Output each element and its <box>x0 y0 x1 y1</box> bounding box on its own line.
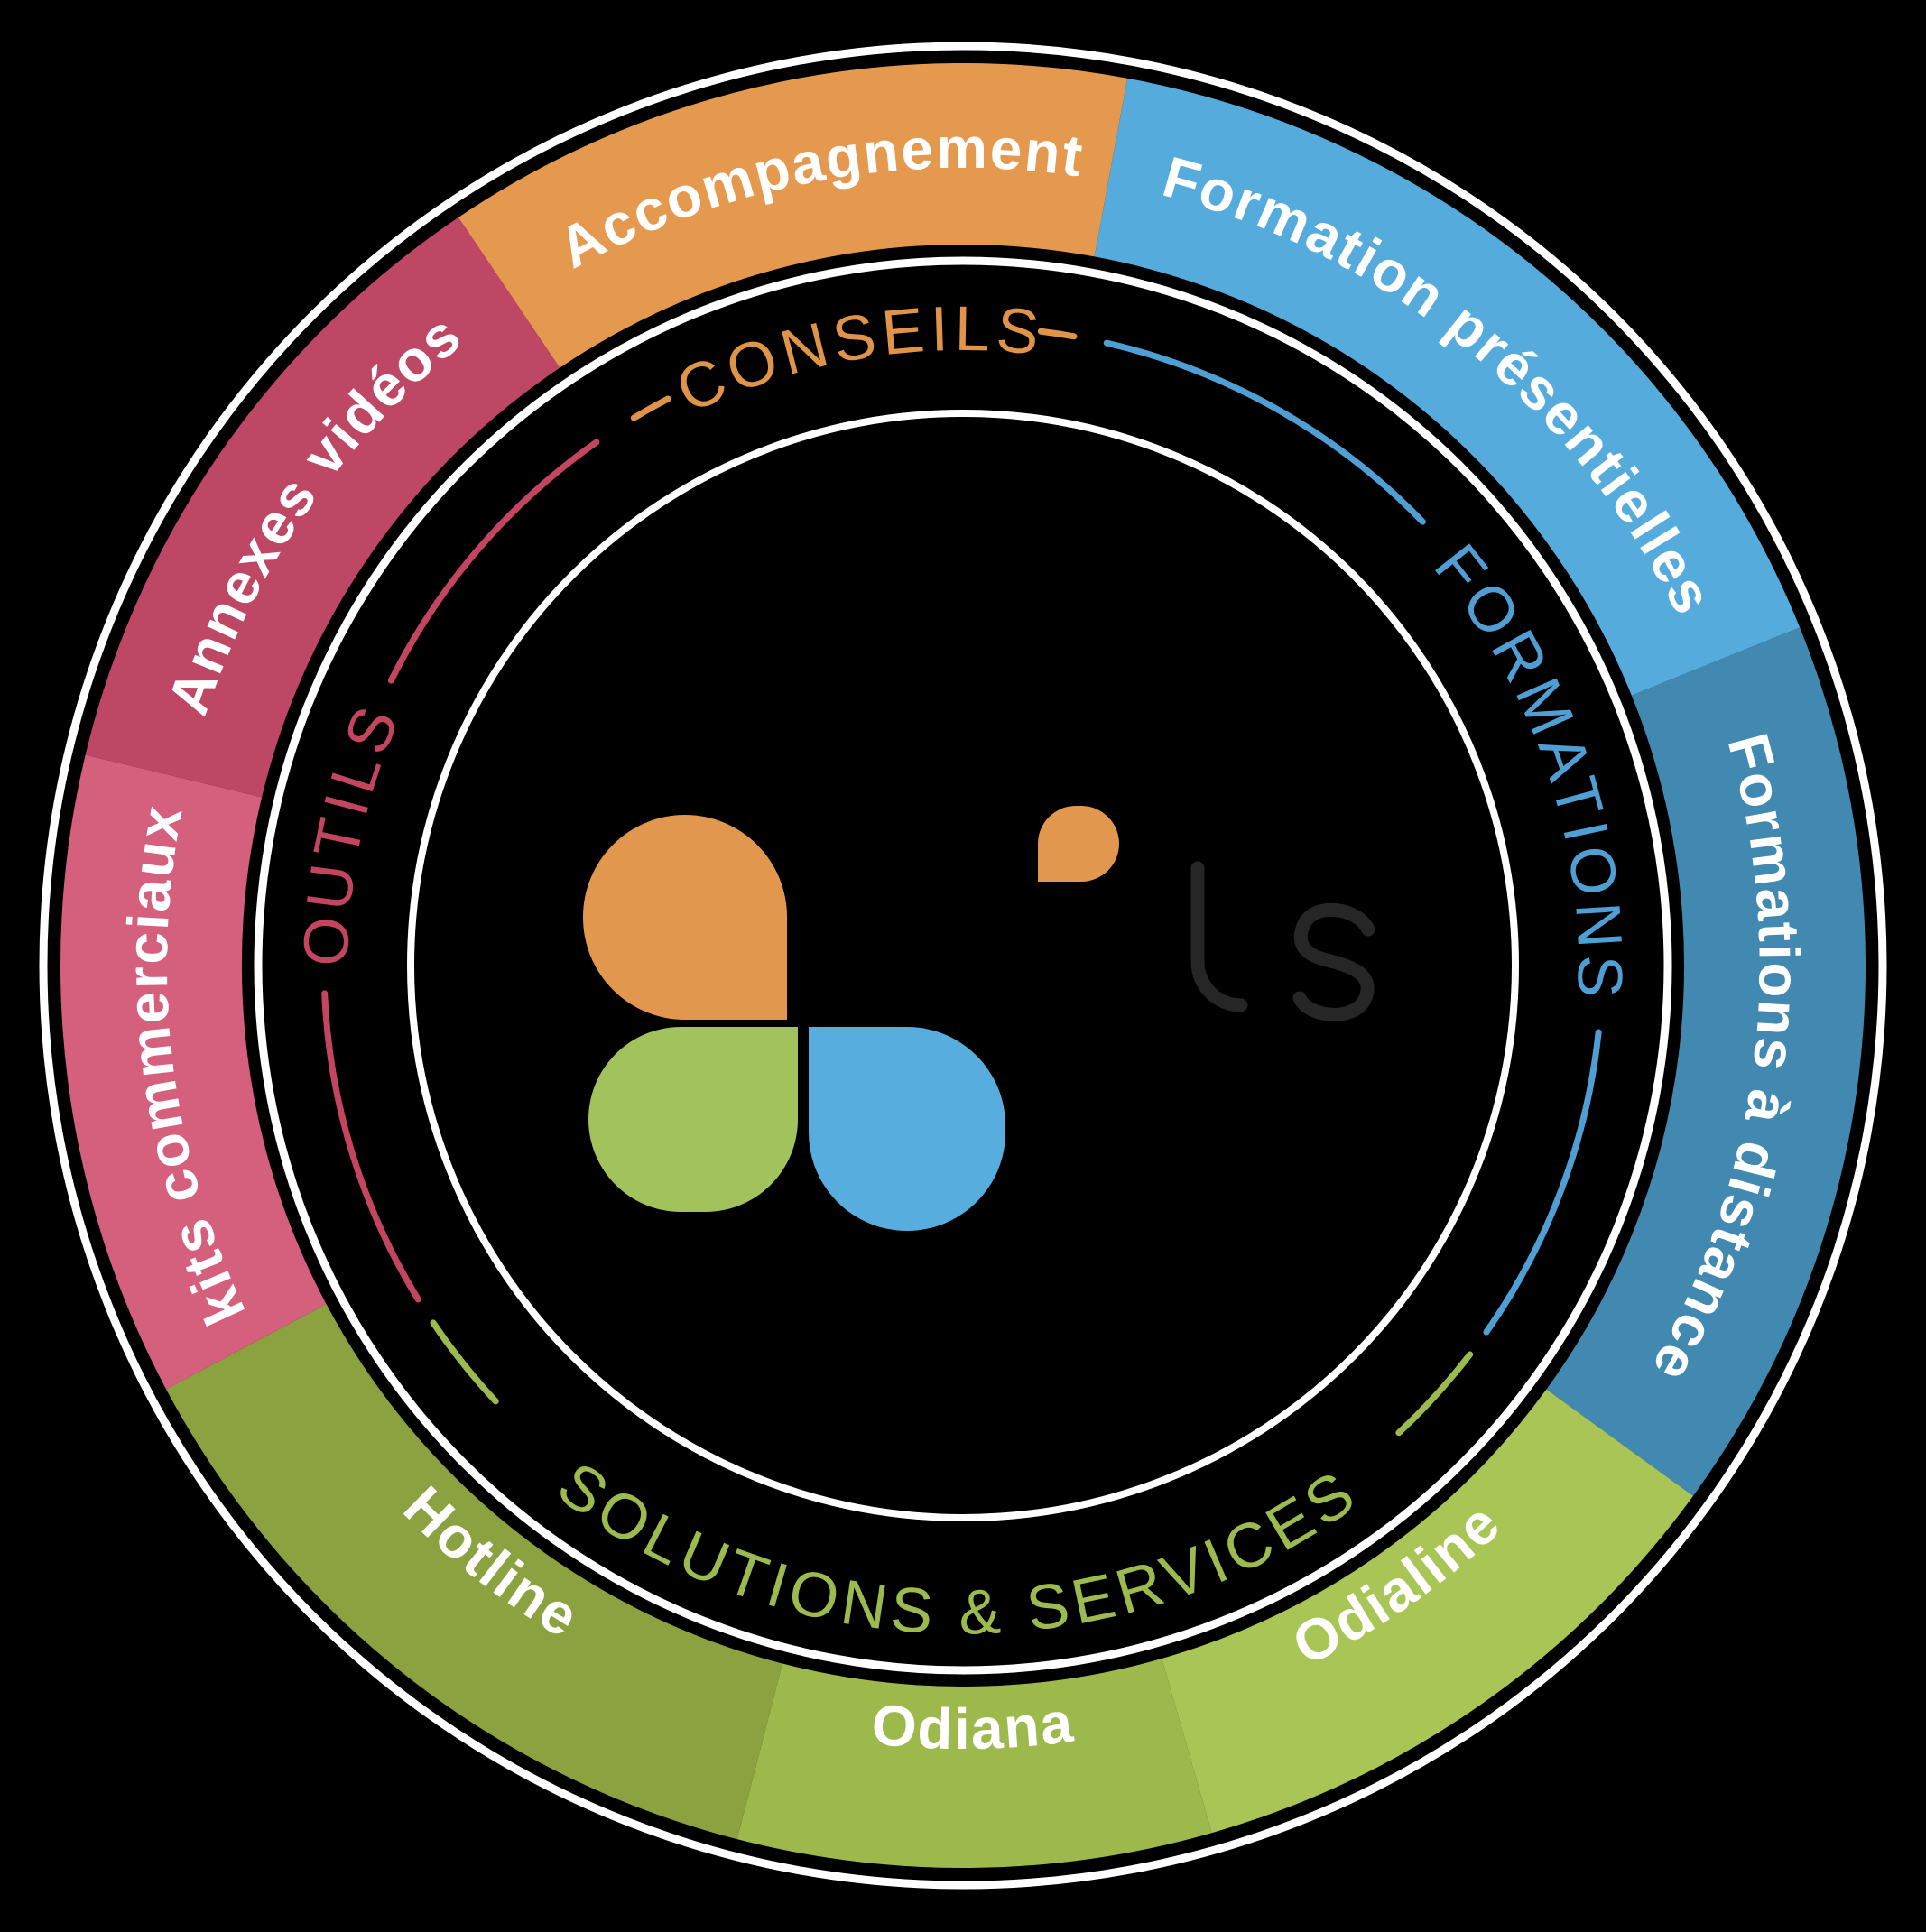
solutions-dash-left <box>430 1319 499 1405</box>
logo-apostrophe-petal <box>1038 806 1119 882</box>
logo-wordmark-letter-l <box>1190 861 1248 1012</box>
logo-petal-green <box>588 1027 798 1212</box>
conseils-dash-left <box>630 395 671 421</box>
formations-arc-lower <box>1483 1029 1602 1336</box>
ring-segment-kits-commerciaux <box>60 754 327 1390</box>
ring-segment-formations-a-distance <box>1546 627 1866 1496</box>
odials-logo <box>583 806 1375 1231</box>
ring-segment-hotline <box>166 1303 783 1840</box>
outer-guide-circle <box>39 42 1887 1890</box>
logo-wordmark <box>1190 861 1375 1021</box>
ring-label-odiana: Odiana <box>869 1689 1078 1762</box>
inner-guide-circle <box>407 410 1519 1521</box>
outils-arc-upper <box>387 439 600 684</box>
ring-segment-annexes-videos <box>85 217 560 799</box>
ring-segment-odiana <box>736 1658 1212 1868</box>
ring-segment-accompagnement <box>458 63 1128 369</box>
ring-segment-formation-presentielles <box>1094 78 1801 697</box>
outils-arc-lower <box>321 990 421 1303</box>
formations-arc-upper <box>1103 339 1426 525</box>
solutions-dash-right <box>1395 1351 1474 1437</box>
conseils-dash-right <box>1037 328 1078 340</box>
logo-petal-orange <box>583 815 787 1020</box>
logo-wordmark-letter-s <box>1292 902 1375 1021</box>
middle-guide-circle <box>254 256 1672 1675</box>
ring-segment-odialine <box>1161 1388 1693 1834</box>
logo-petal-blue <box>809 1027 1005 1231</box>
